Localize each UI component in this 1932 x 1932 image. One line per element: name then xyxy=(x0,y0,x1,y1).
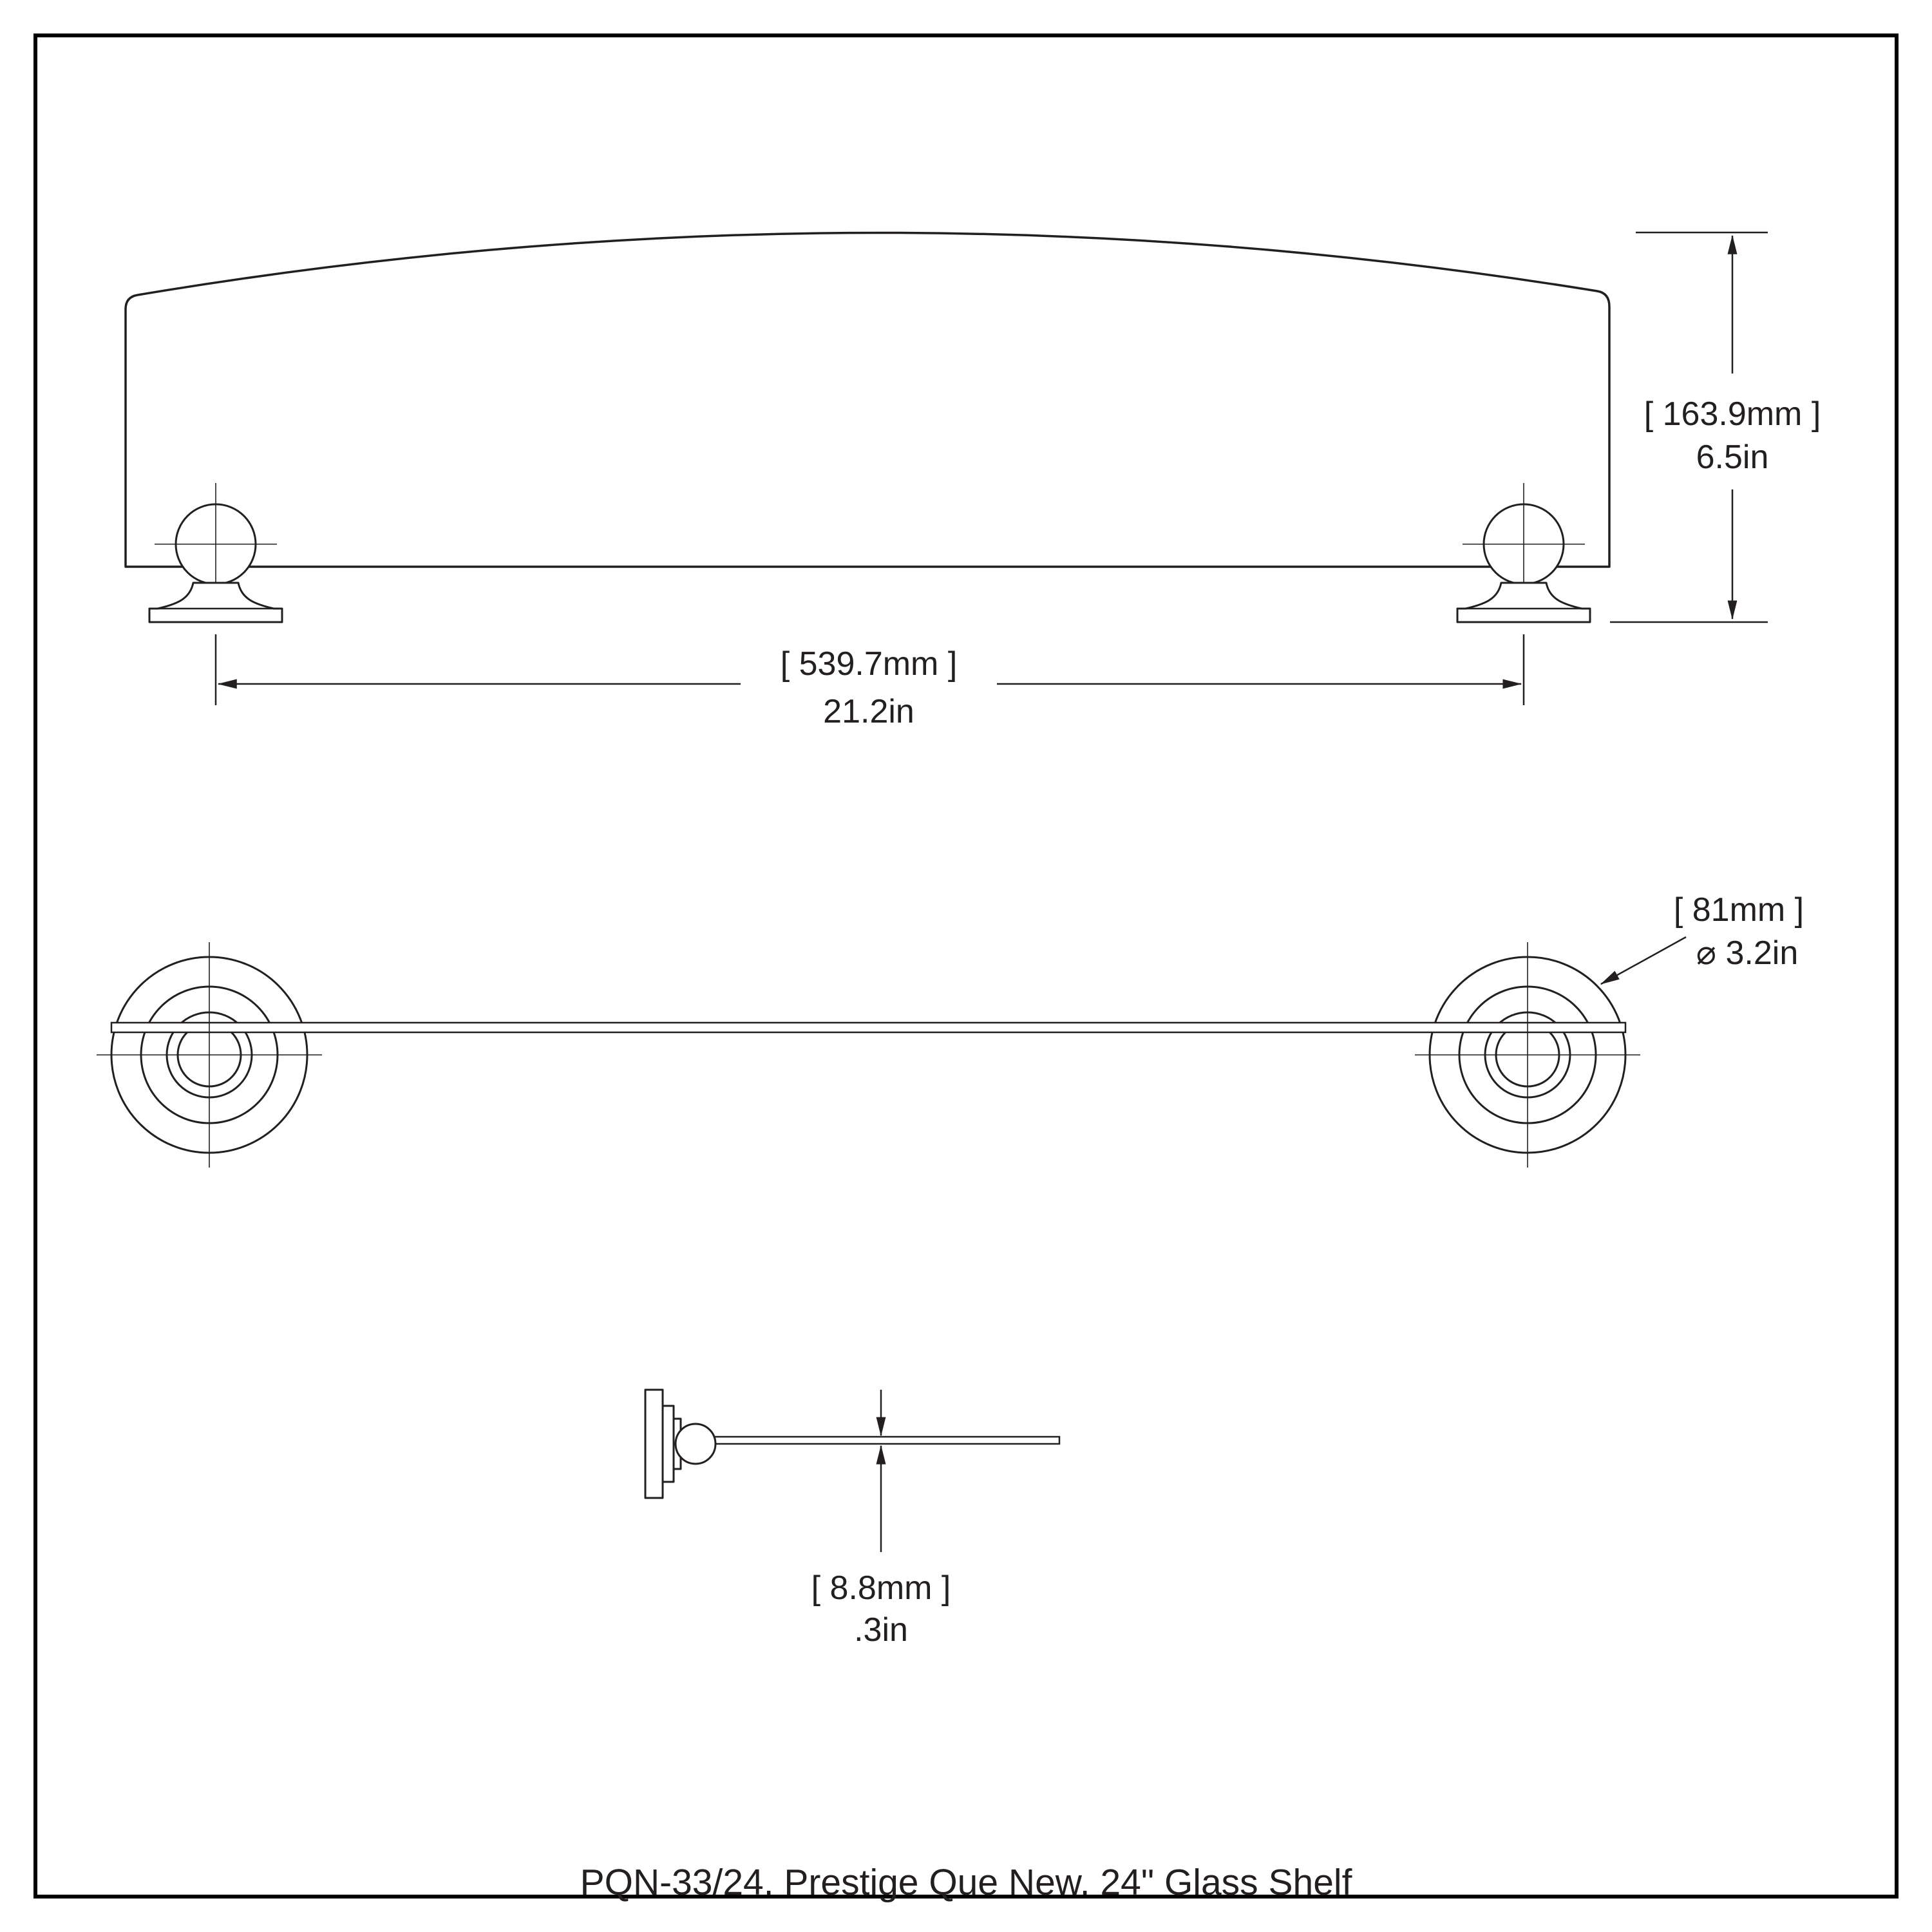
diameter-dim-imperial-label: ⌀ 3.2in xyxy=(1696,934,1799,972)
front-elevation-view: [ 163.9mm ] 6.5in [ 539.7mm ] 21.2in xyxy=(124,231,1821,730)
diameter-leader-arrow xyxy=(1600,936,1687,985)
width-dimension: [ 539.7mm ] 21.2in xyxy=(214,634,1525,730)
side-profile-view: [ 8.8mm ] .3in xyxy=(644,1388,1061,1649)
wall-flange-step xyxy=(661,1405,675,1483)
width-dim-imperial-label: 21.2in xyxy=(823,693,914,730)
wall-flange-plate xyxy=(644,1388,664,1499)
height-dim-metric-label: [ 163.9mm ] xyxy=(1644,395,1821,433)
thickness-dim-imperial-label: .3in xyxy=(854,1611,908,1649)
height-dim-imperial-label: 6.5in xyxy=(1696,439,1769,476)
top-plan-view: [ 81mm ] ⌀ 3.2in xyxy=(97,891,1804,1168)
diameter-dim-metric-label: [ 81mm ] xyxy=(1674,891,1804,929)
side-mount-ball xyxy=(674,1423,717,1465)
diameter-dimension: [ 81mm ] ⌀ 3.2in xyxy=(1600,891,1804,985)
thickness-dim-metric-label: [ 8.8mm ] xyxy=(811,1569,951,1607)
height-dimension: [ 163.9mm ] 6.5in xyxy=(1610,231,1821,623)
shelf-panel-outline xyxy=(124,231,1611,568)
thickness-dimension: [ 8.8mm ] .3in xyxy=(811,1390,951,1649)
glass-shelf-profile xyxy=(703,1435,1061,1445)
drawing-caption: PQN-33/24. Prestige Que New. 24" Glass S… xyxy=(580,1862,1352,1903)
drawing-frame xyxy=(33,33,1899,1899)
width-dim-metric-label: [ 539.7mm ] xyxy=(781,645,958,683)
right-mount-base xyxy=(1456,582,1591,623)
glass-edge-bar xyxy=(110,1021,1627,1034)
left-mount-base xyxy=(148,582,283,623)
